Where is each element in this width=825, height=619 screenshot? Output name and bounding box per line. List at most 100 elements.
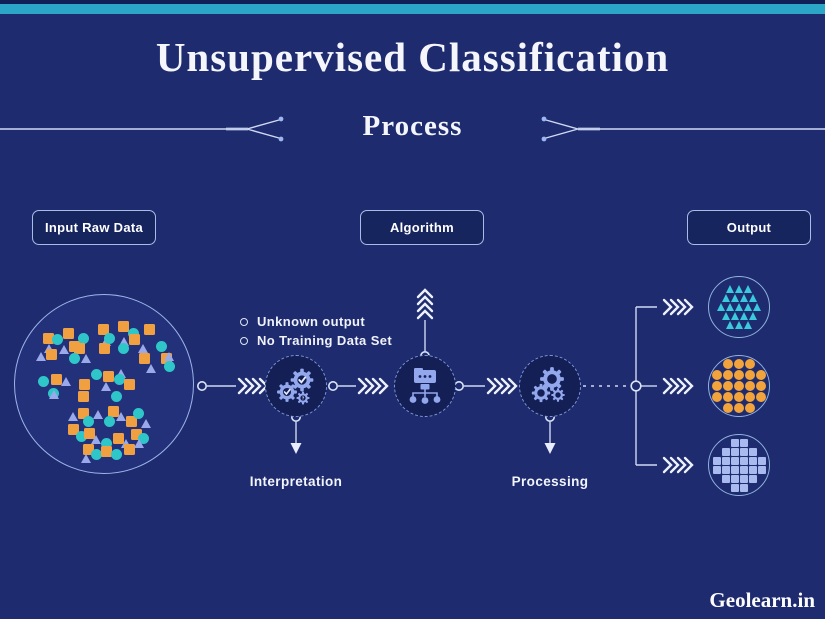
data-point-circle <box>110 448 122 460</box>
cluster-circle <box>745 392 755 402</box>
data-point-square <box>97 323 109 335</box>
cluster-triangles <box>717 285 761 329</box>
processing-circle <box>519 355 581 417</box>
cluster-circle <box>734 381 744 391</box>
data-point-square <box>67 423 79 435</box>
cluster-square <box>739 447 748 456</box>
cluster-triangle <box>739 294 748 302</box>
data-point-circle <box>90 448 102 460</box>
data-point-circle <box>163 360 175 372</box>
data-point-square <box>138 352 150 364</box>
data-point-square <box>50 373 62 385</box>
cluster-square <box>748 456 757 465</box>
cluster-circle <box>745 381 755 391</box>
data-point-triangle <box>48 389 59 399</box>
cluster-square <box>739 456 748 465</box>
data-point-circle <box>155 340 167 352</box>
cluster-circle <box>712 381 722 391</box>
data-point-square <box>117 320 129 332</box>
data-point-triangle <box>145 363 156 373</box>
data-point-square <box>77 390 89 402</box>
note-item: Unknown output <box>240 314 392 329</box>
data-point-circle <box>75 430 87 442</box>
cluster-circle <box>756 381 766 391</box>
cluster-square <box>730 465 739 474</box>
cluster-triangle <box>739 312 748 320</box>
page-subtitle: Process <box>362 110 463 142</box>
cluster-squares <box>712 438 766 492</box>
cluster-triangle <box>726 321 734 329</box>
cluster-circle <box>745 403 755 413</box>
data-point-circle <box>68 352 80 364</box>
data-point-triangle <box>100 381 111 391</box>
data-point-square <box>78 378 90 390</box>
cluster-circle <box>756 392 766 402</box>
cluster-circle <box>756 370 766 380</box>
data-point-square <box>98 342 110 354</box>
cluster-square <box>730 456 739 465</box>
data-point-triangle <box>92 409 103 419</box>
cluster-circle <box>734 403 744 413</box>
data-point-triangle <box>67 411 78 421</box>
cluster-triangle <box>730 312 739 320</box>
cluster-triangle <box>717 303 725 311</box>
cluster-square <box>757 465 766 474</box>
data-point-circle <box>137 432 149 444</box>
data-point-square <box>123 378 135 390</box>
data-point-circle <box>77 332 89 344</box>
cluster-circle <box>723 392 733 402</box>
data-point-square <box>102 370 114 382</box>
label-input-raw-data: Input Raw Data <box>32 210 156 245</box>
hierarchy-folder-icon <box>409 368 441 404</box>
data-point-triangle <box>115 368 126 378</box>
cluster-square <box>739 483 748 492</box>
data-point-square <box>107 405 119 417</box>
output-cluster-triangles <box>708 276 770 338</box>
data-point-triangle <box>80 453 91 463</box>
gear-check-icon: ? <box>275 366 316 406</box>
cluster-triangle <box>748 312 757 320</box>
data-point-circle <box>127 327 139 339</box>
note-text: No Training Data Set <box>257 333 393 348</box>
cluster-triangle <box>744 303 752 311</box>
cluster-circle <box>723 370 733 380</box>
interpretation-label: Interpretation <box>249 474 343 489</box>
watermark: Geolearn.in <box>709 588 815 612</box>
data-point-circle <box>103 415 115 427</box>
bullet-icon <box>240 336 248 345</box>
cluster-circle <box>712 392 722 402</box>
cluster-square <box>721 456 730 465</box>
data-point-triangle <box>118 336 129 346</box>
input-raw-data-circle <box>14 294 194 474</box>
data-point-triangle <box>43 343 54 353</box>
cluster-circles <box>712 359 766 413</box>
data-point-circle <box>82 415 94 427</box>
cluster-triangle <box>744 285 752 293</box>
cluster-triangle <box>735 303 743 311</box>
cluster-triangle <box>748 294 757 302</box>
data-point-triangle <box>115 411 126 421</box>
top-dark-strip <box>0 0 825 4</box>
bullet-icon <box>240 317 248 326</box>
cluster-square <box>721 447 730 456</box>
accent-bar <box>0 4 825 14</box>
data-point-circle <box>100 437 112 449</box>
data-point-circle <box>37 375 49 387</box>
cluster-circle <box>734 370 744 380</box>
data-point-circle <box>51 333 63 345</box>
gears-icon <box>530 365 566 404</box>
cluster-square <box>730 438 739 447</box>
page-title: Unsupervised Classification <box>155 34 670 80</box>
data-point-square <box>73 342 85 354</box>
label-output: Output <box>687 210 811 245</box>
cluster-square <box>712 456 721 465</box>
data-point-circle <box>103 332 115 344</box>
cluster-square <box>739 474 748 483</box>
data-point-triangle <box>60 376 71 386</box>
cluster-triangle <box>721 294 730 302</box>
notes-list: Unknown output No Training Data Set <box>240 314 392 352</box>
note-item: No Training Data Set <box>240 333 392 348</box>
cluster-square <box>739 438 748 447</box>
data-point-square <box>62 327 74 339</box>
data-point-square <box>143 323 155 335</box>
